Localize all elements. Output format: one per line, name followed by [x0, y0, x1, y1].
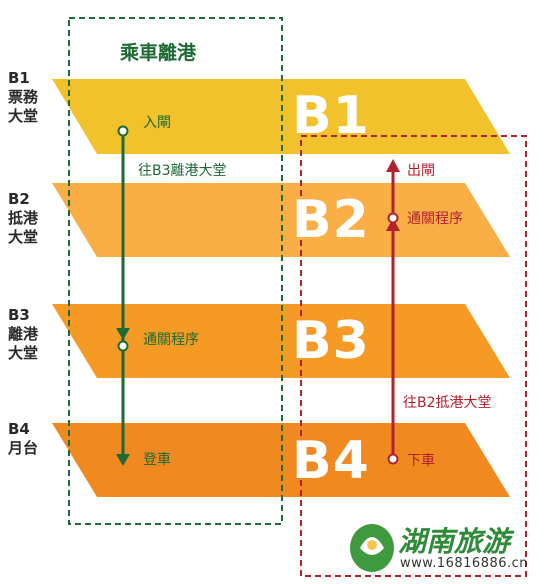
watermark-text: 湖南旅游 [398, 525, 511, 558]
arrival-immigration-label: 通關程序 [407, 211, 463, 227]
alight-label: 下車 [407, 453, 435, 469]
watermark: 湖南旅游 www.16816886.cn [340, 514, 545, 580]
floor-code-b3: B3 [8, 306, 30, 324]
floor-code-b1: B1 [8, 69, 30, 87]
departure-arrow-b4 [116, 454, 130, 466]
floor-name-b1-line2: 大堂 [8, 107, 39, 125]
floor-name-b2-line1: 抵港 [8, 209, 39, 227]
exit-gate-label: 出閘 [407, 163, 435, 179]
watermark-url: www.16816886.cn [400, 556, 529, 571]
departure-immigration-dot [117, 340, 129, 352]
floor-big-b1: B1 [292, 86, 370, 146]
alight-dot [387, 453, 399, 465]
floor-name-b1-line1: 票務 [8, 88, 39, 106]
floor-label-b2: B2 抵港 大堂 [8, 190, 38, 247]
floor-code-b2: B2 [8, 190, 30, 208]
departure-immigration-label: 通關程序 [143, 332, 199, 348]
board-label: 登車 [143, 452, 171, 468]
floor-name-b3-line1: 離港 [8, 325, 39, 343]
watermark-logo-icon [350, 524, 394, 572]
floor-name-b3-line2: 大堂 [8, 344, 39, 362]
floor-big-b4: B4 [292, 431, 370, 491]
arrival-immigration-dot [387, 212, 399, 224]
floor-code-b4: B4 [8, 420, 30, 438]
departure-arrow-b3 [116, 328, 130, 340]
enter-gate-label: 入閘 [143, 115, 171, 131]
to-departure-hall-label: 往B3離港大堂 [138, 163, 227, 179]
to-arrival-hall-label: 往B2抵港大堂 [403, 395, 492, 411]
departure-title: 乘車離港 [120, 42, 197, 64]
departure-zone-box [68, 17, 283, 525]
floor-label-b4: B4 月台 [8, 420, 38, 458]
floor-label-b3: B3 離港 大堂 [8, 306, 38, 363]
arrival-arrow-top [386, 159, 400, 172]
floor-label-b1: B1 票務 大堂 [8, 69, 38, 126]
enter-gate-dot [117, 125, 129, 137]
arrival-zone-box [300, 135, 527, 577]
floor-big-b2: B2 [292, 190, 370, 250]
floor-name-b2-line2: 大堂 [8, 228, 39, 246]
floor-name-b4-line1: 月台 [8, 439, 39, 457]
arrival-arrow-mid [386, 218, 400, 231]
floor-big-b3: B3 [292, 311, 370, 371]
